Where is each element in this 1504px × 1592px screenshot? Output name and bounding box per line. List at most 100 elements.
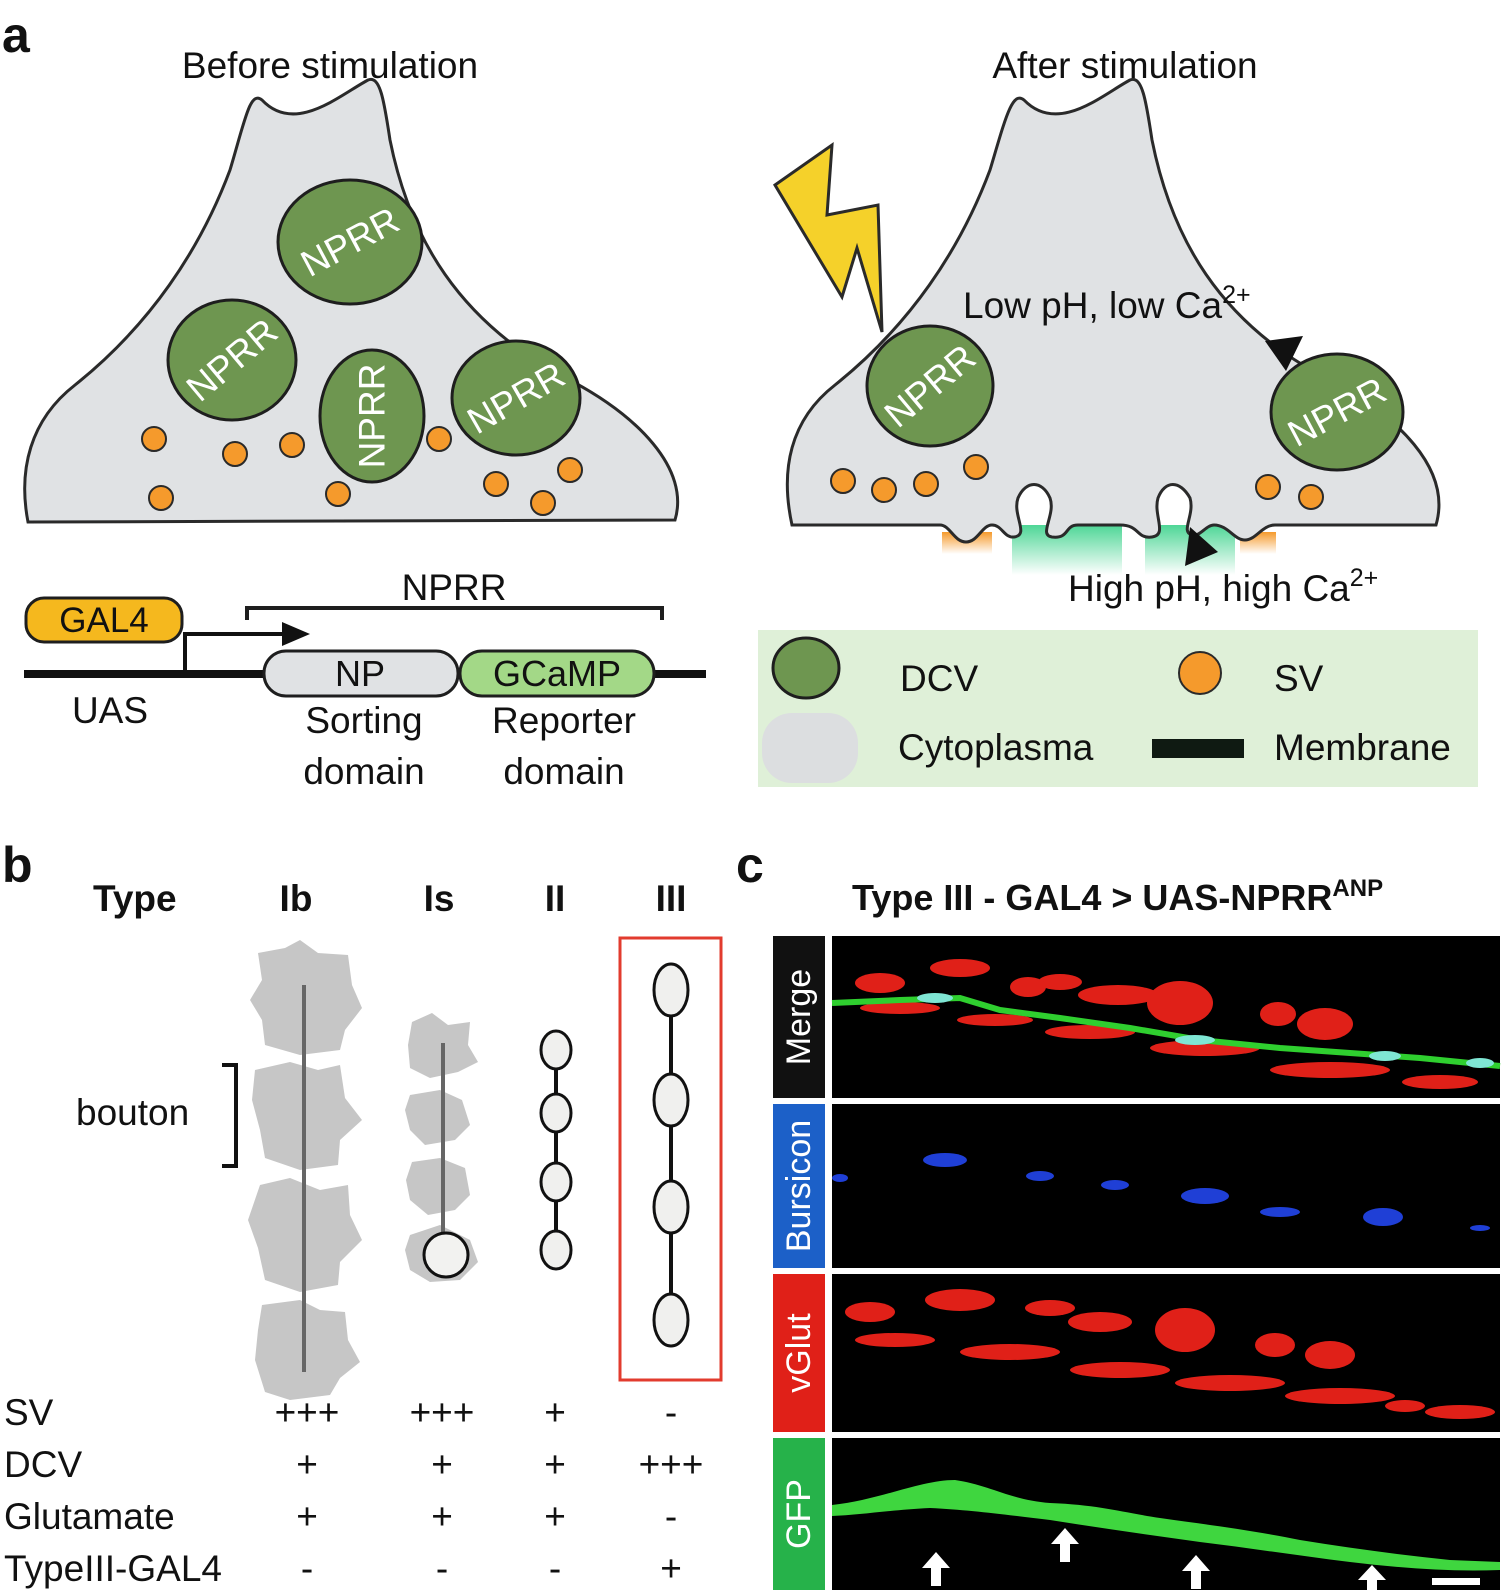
legend-dcv-swatch xyxy=(771,636,841,700)
arrowhead-low-icon xyxy=(1265,336,1303,371)
bursicon-label-box xyxy=(773,1104,825,1268)
legend-cytoplasma-swatch xyxy=(762,713,858,783)
reporter-label-1: Reporter xyxy=(492,700,636,741)
cell-gal4-ib: - xyxy=(301,1548,313,1589)
row-name-glutamate: Glutamate xyxy=(4,1496,175,1537)
up-arrow-icon-2 xyxy=(1051,1528,1079,1562)
before-stimulation-title: Before stimulation xyxy=(182,45,478,86)
up-arrow-icon-3 xyxy=(1182,1555,1210,1589)
row-name-typeiii-gal4: TypeIII-GAL4 xyxy=(4,1548,222,1589)
scale-bar xyxy=(1432,1578,1480,1585)
legend-membrane-label: Membrane xyxy=(1274,727,1451,768)
bouton-after: NPRR NPRR Low pH, low Ca2+ High pH, high… xyxy=(772,77,1441,609)
cell-glutamate-is: + xyxy=(431,1496,453,1537)
nprr-construct-label: NPRR xyxy=(402,567,507,608)
panel-a-label: a xyxy=(2,7,31,63)
channel-vglut: vGlut xyxy=(773,1274,1500,1432)
vglut-label-box xyxy=(773,1274,825,1432)
low-ph-label: Low pH, low Ca2+ xyxy=(963,281,1251,326)
type-header: Type xyxy=(93,878,177,919)
type-iii-boutons xyxy=(618,936,723,1382)
legend-membrane-swatch xyxy=(1152,739,1244,758)
cell-dcv-is: + xyxy=(431,1444,453,1485)
bursicon-label: Bursicon xyxy=(780,1120,818,1252)
type-label-ii: II xyxy=(545,878,566,919)
nprr-dcv-after-2: NPRR xyxy=(1269,352,1405,472)
nprr-dcv-before-2: NPRR xyxy=(166,298,298,422)
bouton-before: NPRR NPRR NPRR NPRR xyxy=(23,77,680,524)
cell-glutamate-ib: + xyxy=(296,1496,318,1537)
type-ib-boutons xyxy=(248,940,362,1400)
panel-c-title: Type III - GAL4 > UAS-NPRRANP xyxy=(852,875,1383,918)
lightning-bolt-icon xyxy=(772,141,884,333)
sv-group-before xyxy=(141,426,583,516)
merge-label: Merge xyxy=(780,969,818,1065)
legend-cytoplasma-label: Cytoplasma xyxy=(898,727,1094,768)
row-name-sv: SV xyxy=(4,1392,54,1433)
nprr-dcv-before-1: NPRR xyxy=(276,178,424,306)
channel-bursicon: Bursicon xyxy=(773,1104,1500,1268)
row-name-dcv: DCV xyxy=(4,1444,82,1485)
promoter-arrow-icon xyxy=(282,622,310,646)
promoter-arrow-line xyxy=(183,632,286,674)
gfp-label: GFP xyxy=(780,1479,818,1549)
sorting-label-2: domain xyxy=(303,751,424,792)
legend: DCV SV Cytoplasma Membrane xyxy=(758,630,1478,787)
cell-dcv-ib: + xyxy=(296,1444,318,1485)
svg-text:NPRR: NPRR xyxy=(352,364,393,469)
legend-sv-swatch xyxy=(1178,651,1222,695)
property-table: SV +++ +++ + - DCV + + + +++ Glutamate +… xyxy=(4,1392,703,1589)
bursicon-image xyxy=(832,1104,1500,1268)
sv-group-after xyxy=(830,454,1324,510)
gcamp-box xyxy=(458,649,656,698)
cell-dcv-ii: + xyxy=(544,1444,566,1485)
nprr-dcv-before-4: NPRR xyxy=(450,339,582,457)
panel-b-label: b xyxy=(2,837,33,893)
legend-sv-label: SV xyxy=(1274,658,1324,699)
uas-label: UAS xyxy=(72,690,148,731)
cell-glutamate-iii: - xyxy=(665,1496,677,1537)
legend-dcv-label: DCV xyxy=(900,658,978,699)
up-arrow-icon-4 xyxy=(1358,1565,1386,1592)
cell-sv-iii: - xyxy=(665,1392,677,1433)
cell-sv-ib: +++ xyxy=(275,1392,340,1433)
cell-glutamate-ii: + xyxy=(544,1496,566,1537)
type-label-iii: III xyxy=(656,878,687,919)
high-ph-label: High pH, high Ca2+ xyxy=(1068,564,1378,609)
nprr-dcv-before-3: NPRR xyxy=(318,348,426,484)
vglut-label: vGlut xyxy=(780,1313,818,1393)
nprr-dcv-after-1: NPRR xyxy=(865,324,995,448)
cell-sv-ii: + xyxy=(544,1392,566,1433)
cell-gal4-iii: + xyxy=(660,1548,682,1589)
channel-merge: Merge xyxy=(773,936,1501,1098)
bouton-label: bouton xyxy=(76,1092,189,1133)
cell-gal4-is: - xyxy=(436,1548,448,1589)
gal4-box xyxy=(24,596,184,644)
gfp-arrow-icons xyxy=(922,1528,1386,1592)
legend-background xyxy=(758,630,1478,787)
gfp-label-box xyxy=(773,1438,825,1590)
merge-label-box xyxy=(773,936,825,1098)
type-is-boutons xyxy=(405,1013,478,1282)
arrowhead-high-icon xyxy=(1185,527,1218,566)
type-ii-boutons xyxy=(539,1029,573,1271)
reporter-label-2: domain xyxy=(503,751,624,792)
cell-gal4-ii: - xyxy=(549,1548,561,1589)
cell-dcv-iii: +++ xyxy=(639,1444,704,1485)
type-label-ib: Ib xyxy=(280,878,313,919)
np-label: NP xyxy=(335,653,385,694)
sorting-label-1: Sorting xyxy=(305,700,422,741)
gal4-label: GAL4 xyxy=(59,601,149,640)
gene-construct: GAL4 NPRR UAS NP GCaMP Sorting domain Re… xyxy=(24,567,706,792)
panel-c-label: c xyxy=(736,837,764,893)
up-arrow-icon-1 xyxy=(922,1552,950,1586)
cell-sv-is: +++ xyxy=(410,1392,475,1433)
type-label-is: Is xyxy=(424,878,455,919)
type-iii-highlight-box xyxy=(618,936,723,1382)
channel-gfp: GFP xyxy=(773,1438,1500,1592)
np-box xyxy=(262,649,460,698)
bouton-bracket xyxy=(222,1063,238,1168)
nprr-bracket xyxy=(245,606,664,620)
gcamp-label: GCaMP xyxy=(493,653,621,694)
after-stimulation-title: After stimulation xyxy=(992,45,1257,86)
